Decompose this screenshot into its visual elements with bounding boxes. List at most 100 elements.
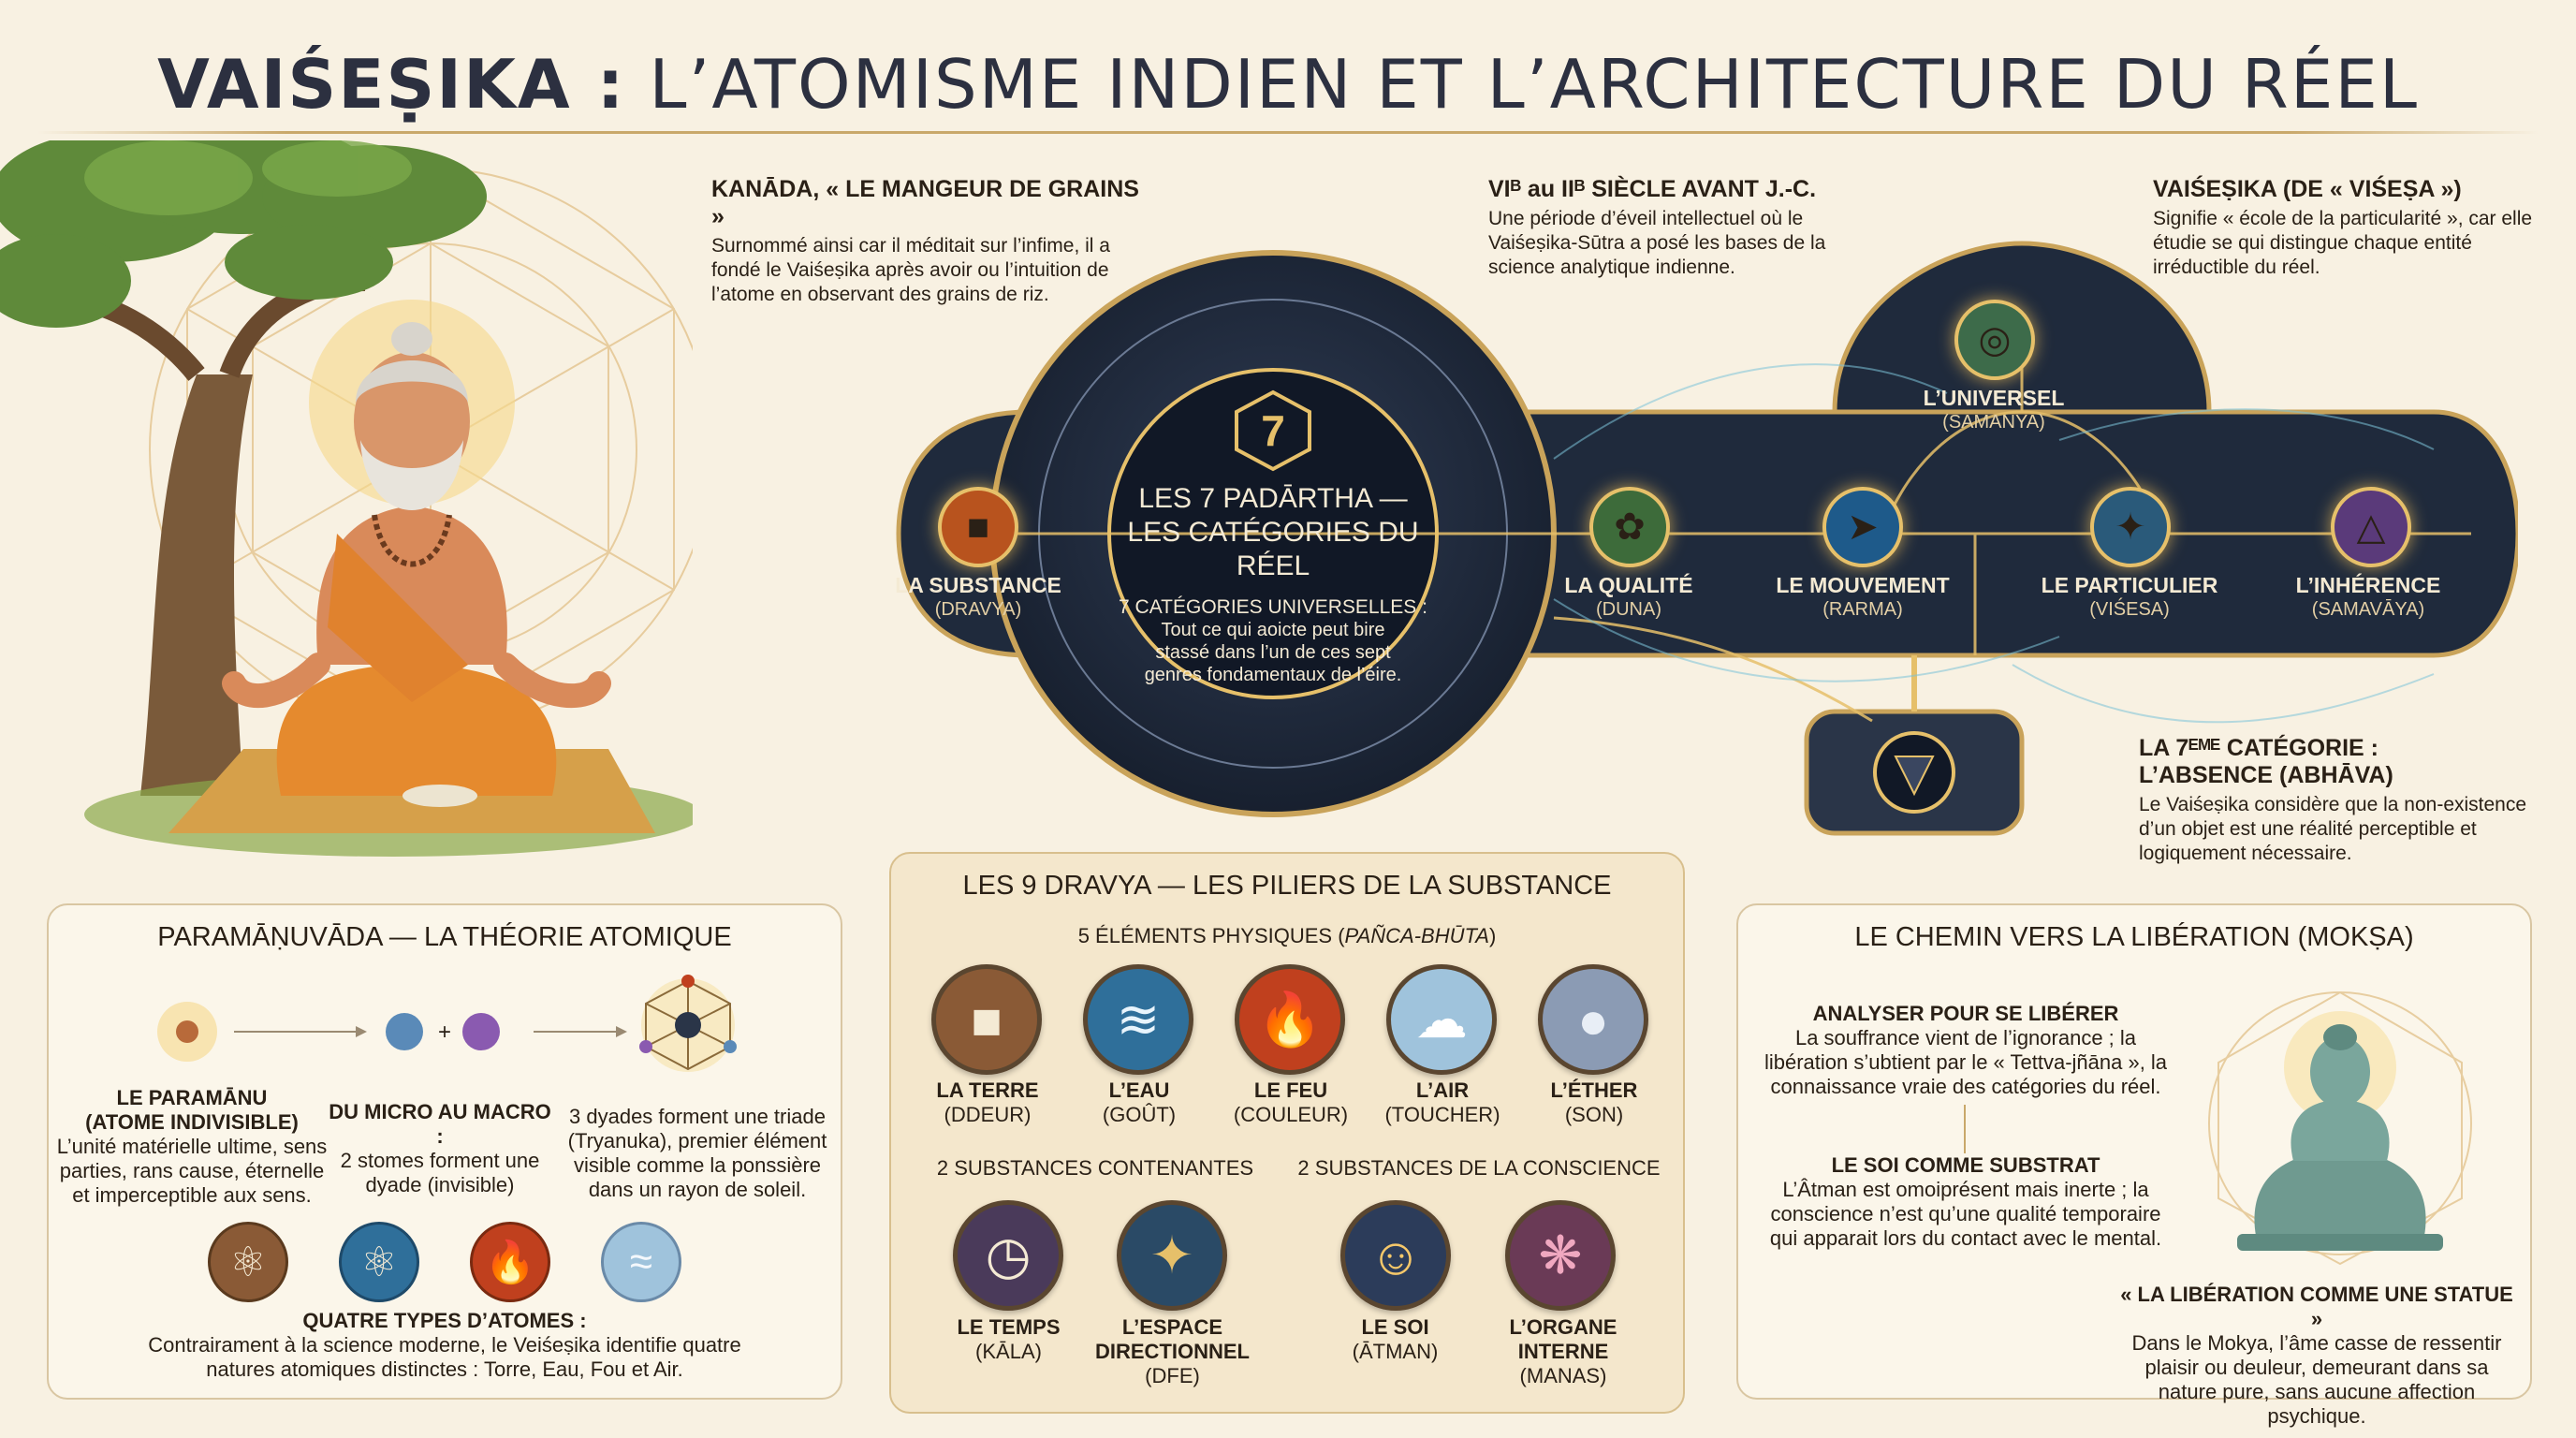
element-name: L’AIR: [1415, 1078, 1470, 1102]
absence-info: LA 7ᴱᴹᴱ CATÉGORIE : L’ABSENCE (ABHĀVA) L…: [2139, 735, 2551, 866]
title-divider: [37, 131, 2539, 134]
center-text: LES 7 PADĀRTHA — LES CATÉGORIES DU RÉEL …: [1105, 482, 1442, 686]
sage-illustration: [0, 140, 693, 857]
center-title-2: LES CATÉGORIES DU RÉEL: [1127, 517, 1419, 581]
moksha-step-3: « LA LIBÉRATION COMME UNE STATUE » Dans …: [2115, 1283, 2518, 1429]
center-sub-heading: 7 CATÉGORIES UNIVERSELLES :: [1119, 596, 1427, 618]
moksha-connector: [1964, 1105, 1966, 1153]
info-kanada-heading: KANĀDA, « LE MANGEUR DE GRAINS »: [711, 176, 1139, 229]
element-name: LA TERRE: [936, 1078, 1039, 1102]
seven-badge-icon: 7: [1231, 389, 1315, 473]
title-bold: VAIŚEṢIKA :: [157, 45, 626, 124]
info-name-heading: VAIŚEṢIKA (DE « VIŚEṢA »): [2153, 176, 2462, 202]
page-title: VAIŚEṢIKA : L’ATOMISME INDIEN ET L’ARCHI…: [0, 45, 2576, 124]
paramanu-text: L’unité matérielle ultime, sens parties,…: [56, 1135, 328, 1207]
element-ether: L’ÉTHER(SON): [1529, 1078, 1660, 1127]
elements-title: 5 ÉLÉMENTS PHYSIQUES (PAÑCA-BHŪTA): [891, 924, 1683, 948]
atomic-panel: PARAMĀṆUVĀDA — LA THÉORIE ATOMIQUE: [47, 903, 842, 1400]
moksha-step-1-heading: ANALYSER POUR SE LIBÉRER: [1812, 1002, 2119, 1025]
category-particular: LE PARTICULIER(VIŚESA): [2027, 573, 2232, 622]
elements-title-italic: PAÑCA-BHŪTA: [1344, 924, 1489, 947]
center-title-1: LES 7 PADĀRTHA —: [1138, 483, 1408, 514]
info-name-text: Signifie « école de la particularité », …: [2153, 208, 2533, 278]
conscience-manas: L’ORGANE INTERNE(MANAS): [1465, 1315, 1661, 1388]
element-name: L’ÉTHER: [1550, 1078, 1638, 1102]
moksha-title: LE CHEMIN VERS LA LIBÉRATION (MOKṢA): [1854, 922, 2414, 952]
element-sub: (TOUCHER): [1384, 1103, 1500, 1126]
compass-rose-icon: ✦: [1117, 1200, 1227, 1311]
absence-heading-1: LA 7ᴱᴹᴱ CATÉGORIE :: [2139, 735, 2378, 761]
category-sub: (DRAVYA): [934, 599, 1022, 620]
moksha-step-3-heading: « LA LIBÉRATION COMME UNE STATUE »: [2120, 1283, 2513, 1330]
triangle-icon: △: [2331, 487, 2411, 567]
earth-atom-icon: ⚛: [208, 1222, 288, 1302]
containing-sub: (DFE): [1145, 1364, 1200, 1387]
info-name: VAIŚEṢIKA (DE « VIŚEṢA ») Signifie « éco…: [2153, 176, 2546, 280]
element-sub: (COULEUR): [1233, 1103, 1349, 1126]
category-name: LA SUBSTANCE: [895, 573, 1061, 597]
sphere-icon: ●: [1538, 964, 1648, 1075]
category-sub: (SAMANYA): [1942, 412, 2045, 433]
category-sub: (RARMA): [1822, 599, 1903, 620]
moksha-step-2-text: L’Âtman est omoiprésent mais inerte ; la…: [1769, 1178, 2162, 1250]
dravya-title: LES 9 DRAVYA — LES PILIERS DE LA SUBSTAN…: [962, 871, 1612, 901]
containing-name: L’ESPACE DIRECTIONNEL: [1095, 1315, 1250, 1363]
absence-heading-2: L’ABSENCE (ABHĀVA): [2139, 762, 2393, 788]
category-sub: (VIŚESA): [2089, 599, 2170, 620]
category-name: L’INHÉRENCE: [2295, 573, 2441, 597]
padartha-diagram: [896, 241, 2518, 836]
conscience-name: LE SOI: [1361, 1315, 1429, 1339]
containing-name: LE TEMPS: [957, 1315, 1061, 1339]
atom-types-title: QUATRE TYPES D’ATOMES :: [302, 1309, 587, 1332]
category-universal: L’UNIVERSEL(SAMANYA): [1891, 386, 2097, 434]
fire-atom-icon: 🔥: [470, 1222, 550, 1302]
element-air: L’AIR(TOUCHER): [1377, 1078, 1508, 1127]
paramanu-title: LE PARAMĀNU: [116, 1086, 268, 1109]
info-period-heading: VIᴮ au IIᴮ SIÈCLE AVANT J.-C.: [1488, 176, 1817, 202]
element-sub: (DDEUR): [944, 1103, 1032, 1126]
moksha-step-1: ANALYSER POUR SE LIBÉRER La souffrance v…: [1760, 1002, 2172, 1099]
moksha-step-3-text: Dans le Mokya, l’âme casse de ressentir …: [2131, 1331, 2502, 1428]
info-period-text: Une période d’éveil intellectuel où le V…: [1488, 208, 1826, 278]
dravya-panel: LES 9 DRAVYA — LES PILIERS DE LA SUBSTAN…: [889, 852, 1685, 1414]
element-sub: (SON): [1564, 1103, 1624, 1126]
atom-types-caption: QUATRE TYPES D’ATOMES : Contrairament à …: [140, 1309, 749, 1382]
compass-icon: ✦: [2090, 487, 2171, 567]
absence-text: Le Vaiśeṣika considère que la non-existe…: [2139, 794, 2527, 864]
element-water: L’EAU(GOÛT): [1074, 1078, 1205, 1127]
elements-title-text: 5 ÉLÉMENTS PHYSIQUES (: [1077, 924, 1345, 947]
micro-macro-title: DU MICRO AU MACRO :: [329, 1100, 551, 1148]
category-quality: LA QUALITÉ(DUNA): [1526, 573, 1732, 622]
containing-sub: (KĀLA): [975, 1340, 1042, 1363]
globe-icon: ◎: [1954, 300, 2035, 380]
atom-formation-diagram: +: [157, 1002, 627, 1062]
category-movement: LE MOUVEMENT(RARMA): [1760, 573, 1966, 622]
conscience-sub: (MANAS): [1519, 1364, 1607, 1387]
wave-icon: ≋: [1083, 964, 1193, 1075]
air-atom-icon: ≈: [601, 1222, 681, 1302]
seven-badge-number: 7: [1261, 406, 1285, 455]
element-earth: LA TERRE(DDEUR): [922, 1078, 1053, 1127]
water-atom-icon: ⚛: [339, 1222, 419, 1302]
elements-title-end: ): [1488, 924, 1497, 947]
conscience-sub: (ĀTMAN): [1352, 1340, 1439, 1363]
flame-icon: 🔥: [1235, 964, 1345, 1075]
micro-macro-caption: DU MICRO AU MACRO : 2 stomes forment une…: [323, 1100, 557, 1197]
info-kanada: KANĀDA, « LE MANGEUR DE GRAINS » Surnomm…: [711, 176, 1151, 307]
category-inherence: L’INHÉRENCE(SAMAVĀYA): [2265, 573, 2471, 622]
runner-icon: ➤: [1822, 487, 1903, 567]
category-sub: (SAMAVĀYA): [2311, 599, 2425, 620]
brain-icon: ❋: [1505, 1200, 1616, 1311]
micro-macro-text: 2 stomes forment une dyade (invisible): [340, 1149, 540, 1196]
triad-text: 3 dyades forment une triade (Tryanuka), …: [567, 1105, 827, 1201]
earth-block-icon: ■: [931, 964, 1042, 1075]
element-sub: (GOÛT): [1102, 1103, 1177, 1126]
moksha-step-1-text: La souffrance vient de l’ignorance ; la …: [1764, 1026, 2168, 1098]
atom-types-text: Contrairament à la science moderne, le V…: [148, 1333, 741, 1381]
cube-icon: ■: [938, 487, 1018, 567]
containing-time: LE TEMPS(KĀLA): [936, 1315, 1081, 1364]
triad-caption: 3 dyades forment une triade (Tryanuka), …: [562, 1105, 833, 1202]
moksha-step-2-heading: LE SOI COMME SUBSTRAT: [1831, 1153, 2100, 1177]
svg-text:+: +: [438, 1020, 451, 1045]
conscience-self: LE SOI(ĀTMAN): [1323, 1315, 1468, 1364]
